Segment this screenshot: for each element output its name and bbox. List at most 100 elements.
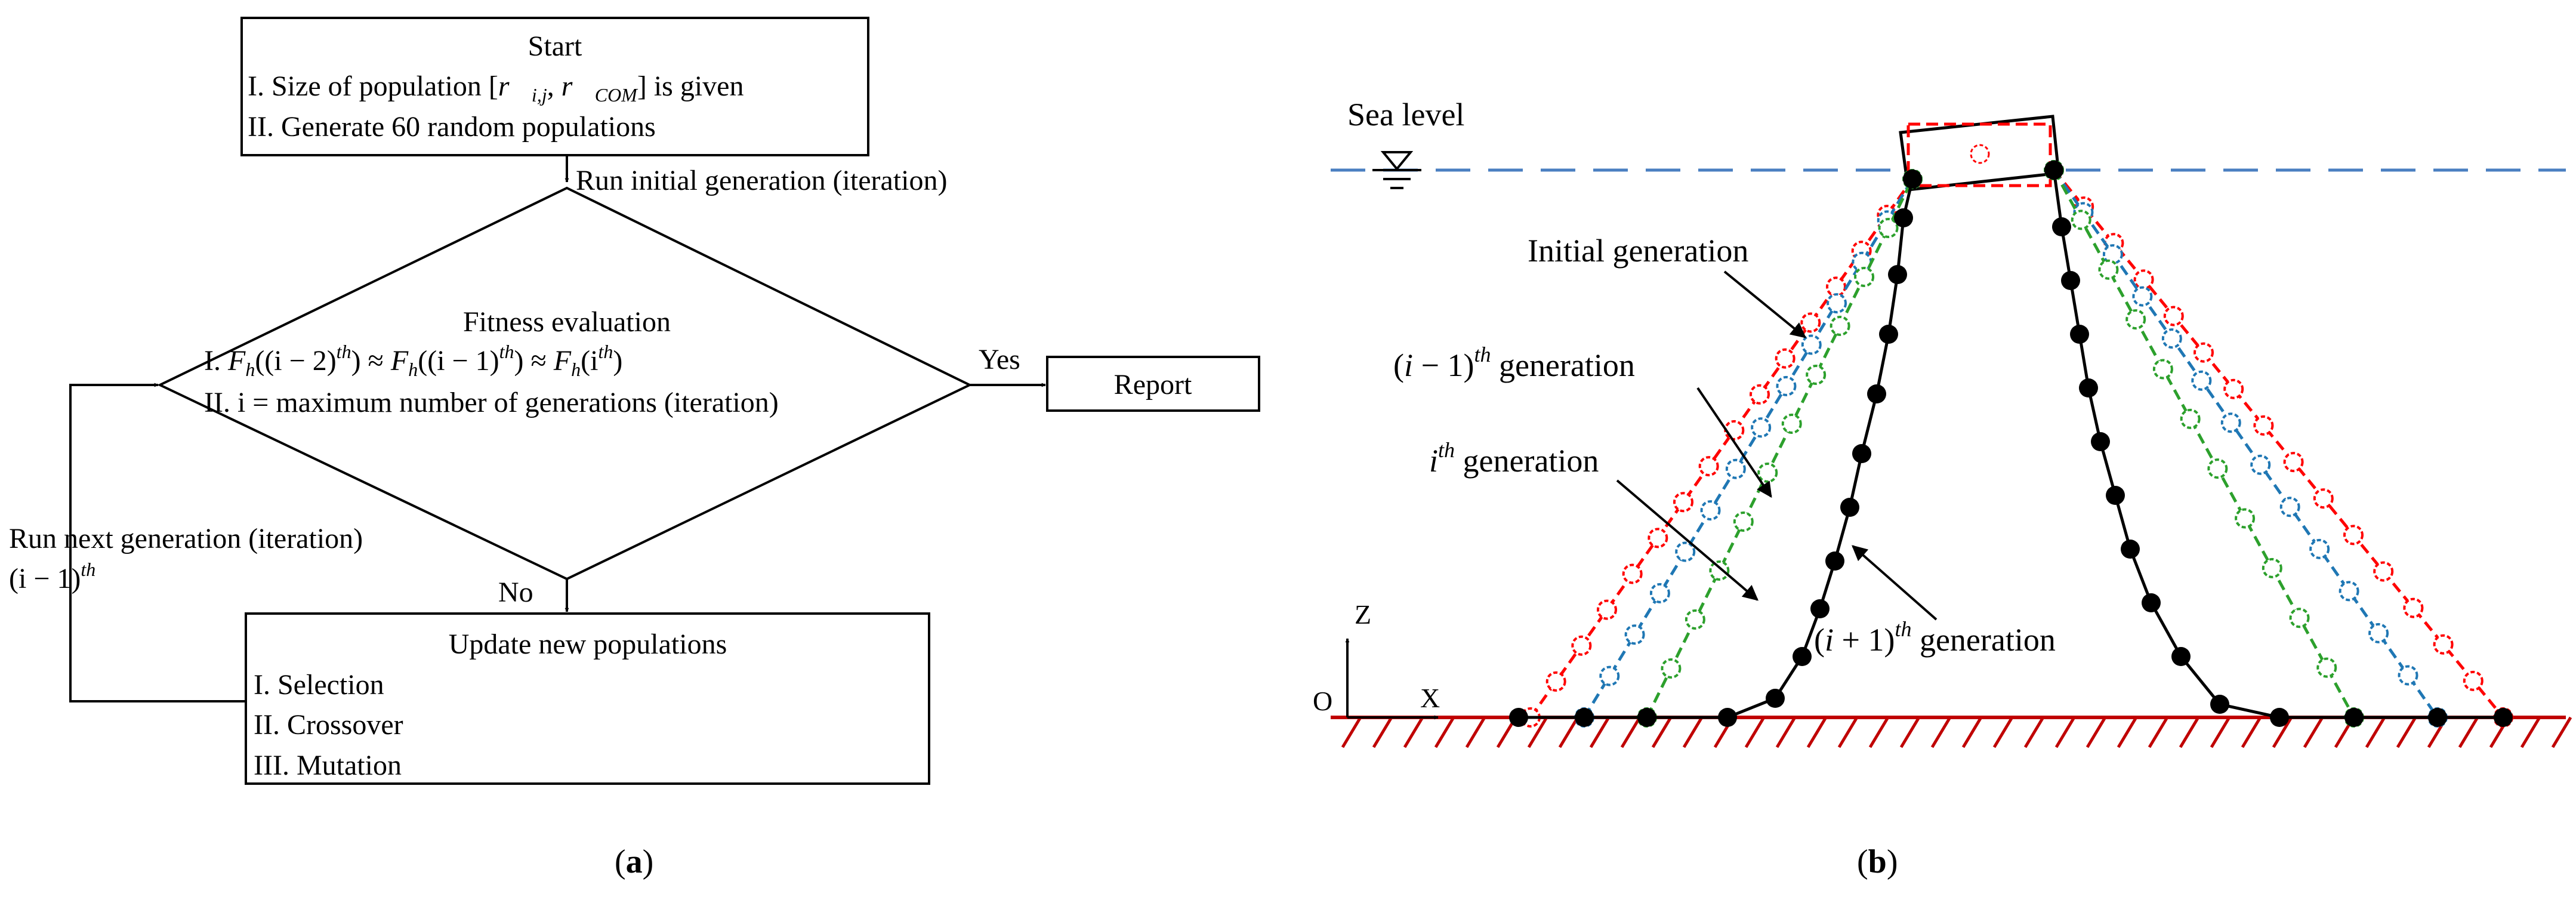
platform-final <box>1899 115 2060 192</box>
current-node <box>1685 609 1705 630</box>
start-line-2: II. Generate 60 random populations <box>248 111 656 143</box>
final-node <box>2494 708 2513 727</box>
start-box <box>240 17 869 156</box>
initial-node <box>1698 456 1719 477</box>
initial-node <box>2223 378 2244 399</box>
initial-node <box>1545 671 1566 692</box>
initial-generation-label: Initial generation <box>1528 233 1748 269</box>
decision-line-1: I. Fh((i − 2)th) ≈ Fh((i − 1)th) ≈ Fh(it… <box>204 341 622 380</box>
axis-x-label: X <box>1420 683 1440 713</box>
current-node <box>2125 309 2146 330</box>
initial-node <box>2253 415 2274 436</box>
prev-node <box>2279 497 2300 517</box>
update-box <box>245 612 930 785</box>
final-node <box>1879 325 1898 344</box>
initial-mooring-line <box>1529 178 1914 719</box>
yes-label: Yes <box>979 344 1020 375</box>
final-node <box>1766 689 1785 708</box>
current-node <box>1733 511 1754 532</box>
prev-node <box>2398 665 2418 686</box>
axis-z-label: Z <box>1355 599 1371 630</box>
update-title: Update new populations <box>449 628 727 660</box>
prev-generation-arrow <box>1696 387 1772 498</box>
final-node <box>1793 647 1812 666</box>
current-node <box>2262 557 2282 578</box>
run-initial-label: Run initial generation (iteration) <box>576 165 947 196</box>
current-node <box>2289 608 2310 628</box>
prev-node <box>1599 665 1620 686</box>
current-node <box>1806 365 1827 385</box>
initial-node <box>1724 420 1745 440</box>
final-node <box>2070 325 2089 344</box>
final-node <box>1509 708 1528 727</box>
final-node <box>2428 708 2447 727</box>
prev-node <box>2161 328 2182 349</box>
final-node <box>2061 271 2080 290</box>
prev-node <box>2191 370 2212 391</box>
final-node <box>1852 444 1871 463</box>
fairlead-left <box>1903 170 1922 189</box>
final-generation-label: (i + 1)th generation <box>1814 617 2056 658</box>
current-node <box>1661 658 1682 679</box>
current-node <box>1757 463 1778 483</box>
prev-node <box>1649 583 1670 603</box>
prev-node <box>2220 412 2241 433</box>
initial-node <box>2463 670 2484 691</box>
prev-node <box>2132 286 2153 307</box>
initial-node <box>1622 563 1643 584</box>
initial-node <box>1673 492 1693 513</box>
prev-node <box>2368 623 2389 643</box>
initial-node <box>2283 452 2304 473</box>
prev-node <box>2309 538 2330 559</box>
no-label: No <box>498 577 533 608</box>
initial-node <box>2194 342 2214 363</box>
final-node <box>1840 498 1859 517</box>
current-node <box>1830 316 1850 336</box>
panel-label-a: (a) <box>615 843 653 880</box>
final-node <box>1825 551 1844 571</box>
final-node <box>2091 432 2110 451</box>
final-node <box>1888 265 1907 284</box>
initial-node <box>1826 276 1846 297</box>
update-item: II. Crossover <box>254 709 403 741</box>
prev-node <box>1827 293 1847 314</box>
initial-node <box>2163 306 2184 326</box>
final-generation-arrow <box>1852 545 1938 621</box>
current-node <box>1878 218 1899 238</box>
mooring-lines <box>1509 160 2513 728</box>
current-node <box>2316 657 2337 678</box>
final-node <box>2079 378 2098 397</box>
final-node <box>1718 708 1737 727</box>
final-node <box>2270 708 2289 727</box>
initial-node <box>2373 561 2394 582</box>
prev-node <box>2339 581 2359 602</box>
current-node <box>1709 560 1730 581</box>
platform-initial <box>1906 122 2052 187</box>
initial-node <box>2343 525 2364 546</box>
prev-node <box>1751 417 1772 438</box>
initial-node <box>2433 634 2454 655</box>
final-node <box>1867 384 1886 403</box>
initial-node <box>1597 599 1617 620</box>
current-node <box>2071 209 2091 230</box>
prev-node <box>1675 541 1696 562</box>
final-node <box>1810 599 1830 618</box>
water-level-icon <box>1372 151 1421 189</box>
run-next-index: (i − 1)th <box>9 559 95 594</box>
prev-node <box>1776 375 1797 396</box>
current-node <box>1781 414 1802 434</box>
final-node <box>2171 647 2191 666</box>
initial-node <box>1750 384 1770 405</box>
start-line-1: I. Size of population [r⃗i,j, r⃗COM] is … <box>248 70 744 106</box>
initial-mooring-line <box>2053 169 2504 719</box>
final-node <box>2142 593 2161 612</box>
initial-node <box>2313 488 2334 509</box>
initial-node <box>2133 269 2154 290</box>
final-node <box>2052 217 2071 236</box>
current-node <box>2235 508 2256 529</box>
flowchart-panel: Start I. Size of population [r⃗i,j, r⃗CO… <box>9 17 1260 880</box>
current-node <box>2152 359 2173 380</box>
initial-node <box>1800 312 1821 333</box>
prev-node <box>1700 500 1721 521</box>
